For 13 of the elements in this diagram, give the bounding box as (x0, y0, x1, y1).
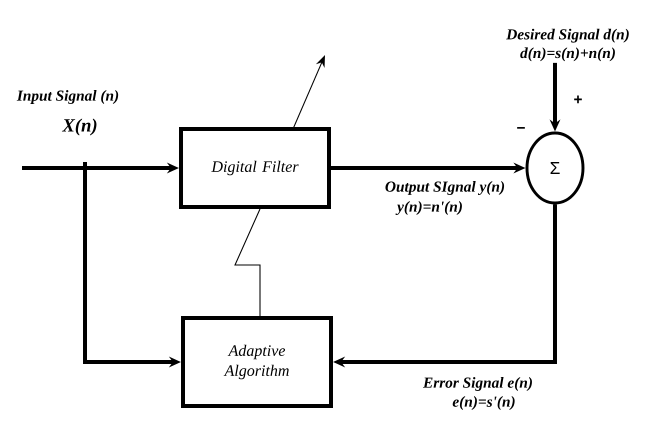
process-box: Digital Filter (179, 127, 331, 209)
sign-label: + (574, 96, 582, 104)
signal-text: Desired Signal d(n) d(n)=s(n)+n(n) (506, 28, 629, 62)
sign-label: − (517, 127, 525, 129)
edge-label: Input Signal (n) (16, 90, 118, 104)
process-box: Adaptive Algorithm (181, 316, 333, 408)
summing-junction: Σ (526, 132, 584, 204)
edge-label: Output SIgnal y(n) (385, 181, 504, 195)
formula-label: e(n)=s'(n) (452, 396, 515, 410)
formula-label: y(n)=n'(n) (396, 201, 462, 215)
edge-label: Error Signal e(n) (422, 377, 532, 391)
adaptation-line (234, 208, 261, 316)
formula-label: X(n) (62, 118, 96, 136)
